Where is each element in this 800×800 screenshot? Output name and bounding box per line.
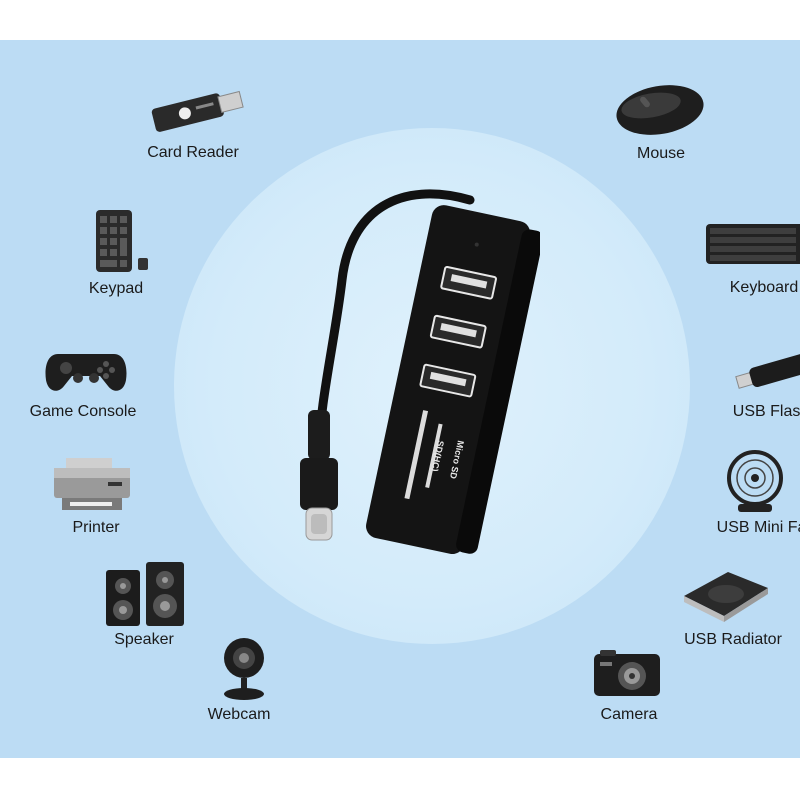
speaker-label: Speaker — [114, 631, 174, 648]
keyboard-icon — [706, 224, 800, 264]
fan-icon — [727, 450, 783, 512]
usb-flash-label: USB Flash — [732, 403, 800, 420]
printer-label: Printer — [72, 519, 120, 536]
speaker-icon — [106, 562, 184, 626]
usb-mini-fan-label: USB Mini Fan — [716, 519, 800, 536]
keypad-label: Keypad — [88, 280, 144, 297]
usb-flash-icon — [735, 350, 800, 389]
printer-icon — [54, 458, 130, 510]
keypad-icon — [96, 210, 148, 272]
usb-radiator-label: USB Radiator — [684, 631, 782, 648]
card-reader-icon — [151, 90, 244, 132]
radiator-icon — [684, 572, 768, 622]
keyboard-label: Keyboard — [729, 279, 799, 296]
webcam-label: Webcam — [207, 706, 271, 723]
camera-label: Camera — [600, 706, 658, 723]
mouse-icon — [616, 85, 704, 135]
webcam-icon — [224, 638, 264, 700]
game-console-label: Game Console — [29, 403, 137, 420]
mouse-label: Mouse — [636, 145, 686, 162]
usb-hub-illustration: SD(HC) Micro SD — [300, 189, 540, 555]
gamepad-icon — [45, 354, 127, 391]
card-reader-label: Card Reader — [147, 144, 239, 161]
camera-icon — [594, 650, 660, 696]
